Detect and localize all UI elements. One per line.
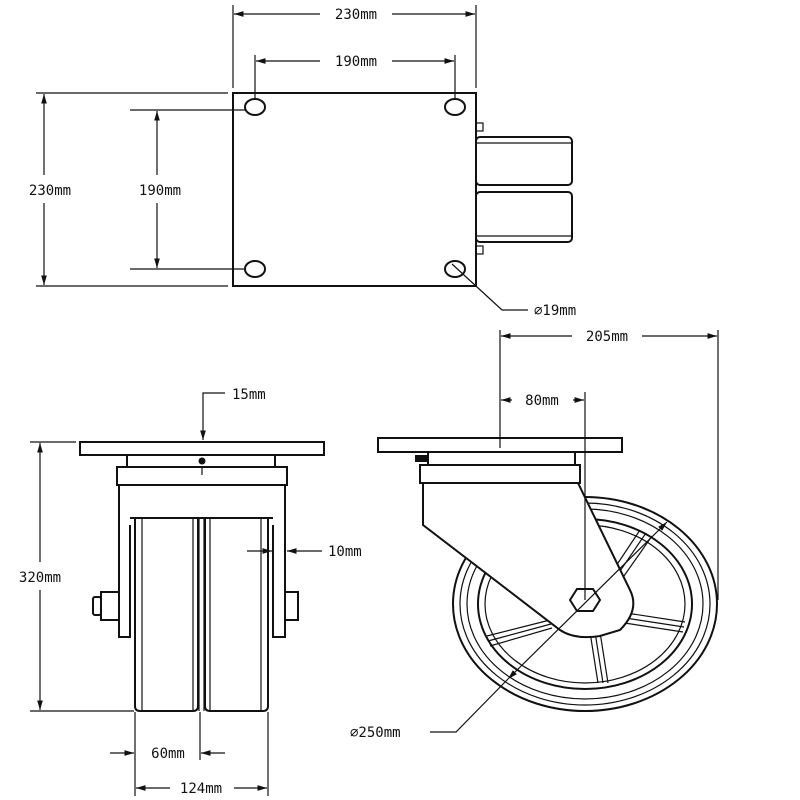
axle-end-left [92,596,102,616]
dimension-hole-spacing-y: 190mm [130,109,245,270]
dim-label: 205mm [586,329,628,345]
dim-label: 124mm [180,781,222,797]
dim-label: 190mm [139,183,181,199]
dimension-hole-spacing-x: 190mm [254,54,456,100]
dimension-swivel-radius: 205mm [499,329,719,600]
dim-label: 10mm [328,544,362,560]
dimension-wheel-diameter: ∅250mm [350,521,668,741]
wheel-left [134,518,199,712]
axle-nut-right [284,591,299,621]
dimension-plate-thickness: 15mm [200,387,266,475]
fork [118,485,286,638]
bolt-hole [444,98,466,116]
dimension-overall-height: 320mm [19,441,134,712]
dim-label: 320mm [19,570,61,586]
swivel-ring-side [419,464,581,484]
dim-label: ∅19mm [534,303,576,319]
dimension-plate-width: 230mm [232,5,477,88]
top-view: 230mm 190mm 230mm 190mm ∅19mm [29,5,576,319]
dim-label: 15mm [232,387,266,403]
dim-label: 80mm [525,393,559,409]
dim-label: 230mm [335,7,377,23]
wheel-right [204,518,269,712]
side-view: 205mm 80mm ∅250mm [350,329,719,741]
wheel-top-right [475,191,573,243]
bolt-hole [244,260,266,278]
dim-label: ∅250mm [350,725,401,741]
bolt-hole [244,98,266,116]
dimension-fork-thickness: 10mm [247,544,362,560]
mounting-plate-top [232,92,477,287]
dim-label: 230mm [29,183,71,199]
axle-nut-left [100,591,120,621]
dimension-plate-depth: 230mm [29,92,228,287]
bolt-hole [444,260,466,278]
tab [475,245,484,255]
kingpin [198,457,206,465]
front-view: 15mm 320mm 10mm 60mm 124mm [19,387,362,797]
dim-label: 190mm [335,54,377,70]
lock-screw [415,455,427,462]
mounting-plate [79,441,325,456]
swivel-top [427,451,576,466]
dim-label: 60mm [151,746,185,762]
wheel-top-left [475,136,573,186]
dimension-overall-width: 124mm [136,781,267,797]
tab [475,122,484,132]
dimension-wheel-width: 60mm [110,712,269,796]
dimension-hole-diameter: ∅19mm [451,263,576,319]
